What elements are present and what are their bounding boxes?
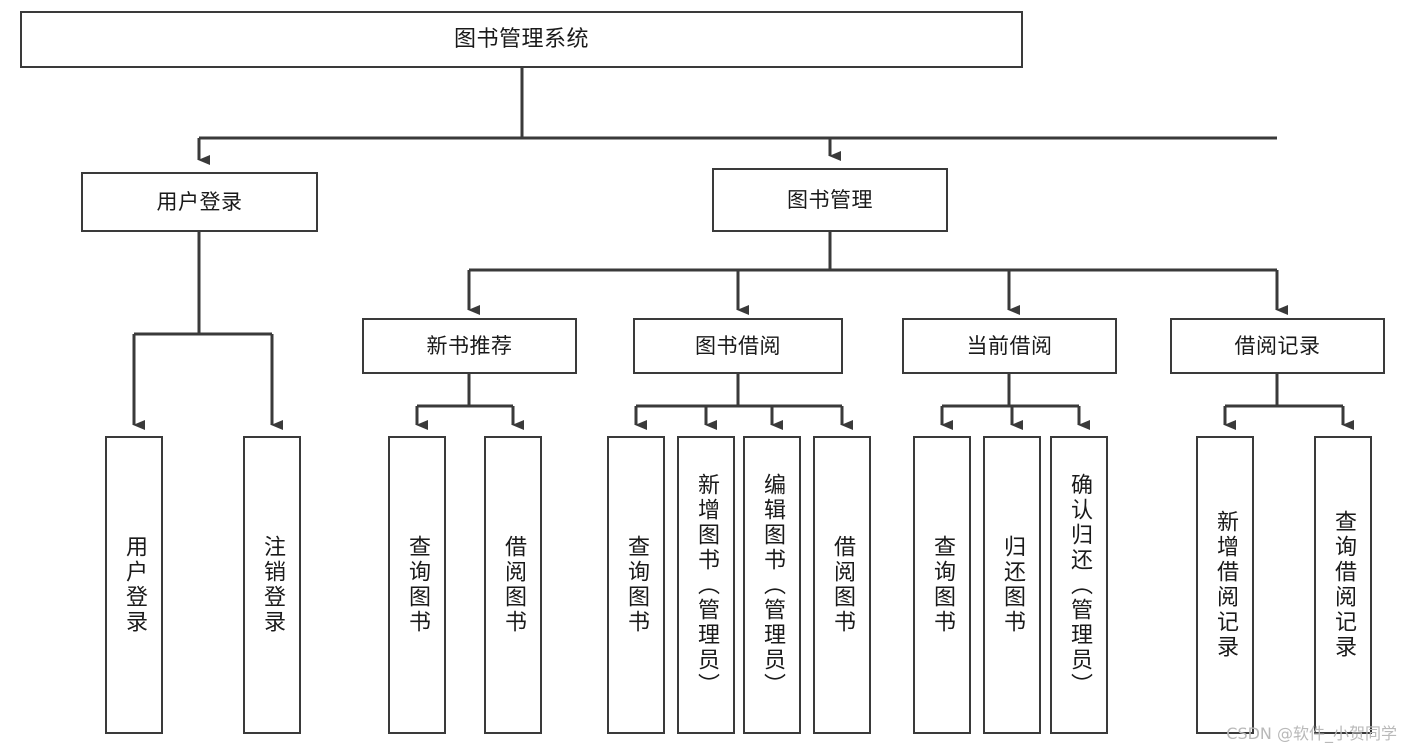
node-book-borrow[interactable]: 图书借阅 bbox=[633, 318, 843, 374]
node-label: 当前借阅 bbox=[966, 333, 1053, 358]
leaf-borrow-record-query[interactable]: 查询借阅记录 bbox=[1314, 436, 1372, 734]
node-label: 图书管理 bbox=[787, 187, 873, 212]
node-label: 确认归还（管理员） bbox=[1067, 472, 1092, 698]
node-label: 查询图书 bbox=[624, 535, 649, 635]
node-label: 注销登录 bbox=[260, 535, 285, 635]
leaf-current-borrow-return[interactable]: 归还图书 bbox=[983, 436, 1041, 734]
node-label: 归还图书 bbox=[1000, 535, 1025, 635]
node-label: 查询图书 bbox=[930, 535, 955, 635]
leaf-book-borrow-add[interactable]: 新增图书（管理员） bbox=[677, 436, 735, 734]
leaf-book-borrow-query[interactable]: 查询图书 bbox=[607, 436, 665, 734]
node-label: 编辑图书（管理员） bbox=[760, 472, 785, 698]
node-label: 新增借阅记录 bbox=[1213, 510, 1238, 660]
leaf-borrow-record-add[interactable]: 新增借阅记录 bbox=[1196, 436, 1254, 734]
node-user-login[interactable]: 用户登录 bbox=[81, 172, 318, 232]
leaf-book-borrow-borrow[interactable]: 借阅图书 bbox=[813, 436, 871, 734]
node-label: 借阅图书 bbox=[830, 535, 855, 635]
leaf-new-book-borrow[interactable]: 借阅图书 bbox=[484, 436, 542, 734]
node-label: 查询图书 bbox=[405, 535, 430, 635]
node-label: 用户登录 bbox=[156, 189, 243, 214]
node-label: 查询借阅记录 bbox=[1331, 510, 1356, 660]
node-label: 新书推荐 bbox=[426, 333, 513, 358]
node-label: 借阅记录 bbox=[1234, 333, 1321, 358]
leaf-user-login-logout[interactable]: 注销登录 bbox=[243, 436, 301, 734]
node-root-system[interactable]: 图书管理系统 bbox=[20, 11, 1023, 68]
node-label: 用户登录 bbox=[122, 535, 147, 635]
node-book-management[interactable]: 图书管理 bbox=[712, 168, 948, 232]
node-label: 图书借阅 bbox=[695, 333, 781, 358]
leaf-current-borrow-confirm-return[interactable]: 确认归还（管理员） bbox=[1050, 436, 1108, 734]
leaf-user-login-login[interactable]: 用户登录 bbox=[105, 436, 163, 734]
node-label: 图书管理系统 bbox=[453, 26, 589, 52]
node-current-borrow[interactable]: 当前借阅 bbox=[902, 318, 1117, 374]
leaf-current-borrow-query[interactable]: 查询图书 bbox=[913, 436, 971, 734]
watermark-text: CSDN @软件_小贺同学 bbox=[1226, 724, 1397, 743]
leaf-book-borrow-edit[interactable]: 编辑图书（管理员） bbox=[743, 436, 801, 734]
node-new-book-recommend[interactable]: 新书推荐 bbox=[362, 318, 577, 374]
node-label: 新增图书（管理员） bbox=[694, 472, 719, 698]
node-label: 借阅图书 bbox=[501, 535, 526, 635]
leaf-new-book-query[interactable]: 查询图书 bbox=[388, 436, 446, 734]
node-borrow-record[interactable]: 借阅记录 bbox=[1170, 318, 1385, 374]
